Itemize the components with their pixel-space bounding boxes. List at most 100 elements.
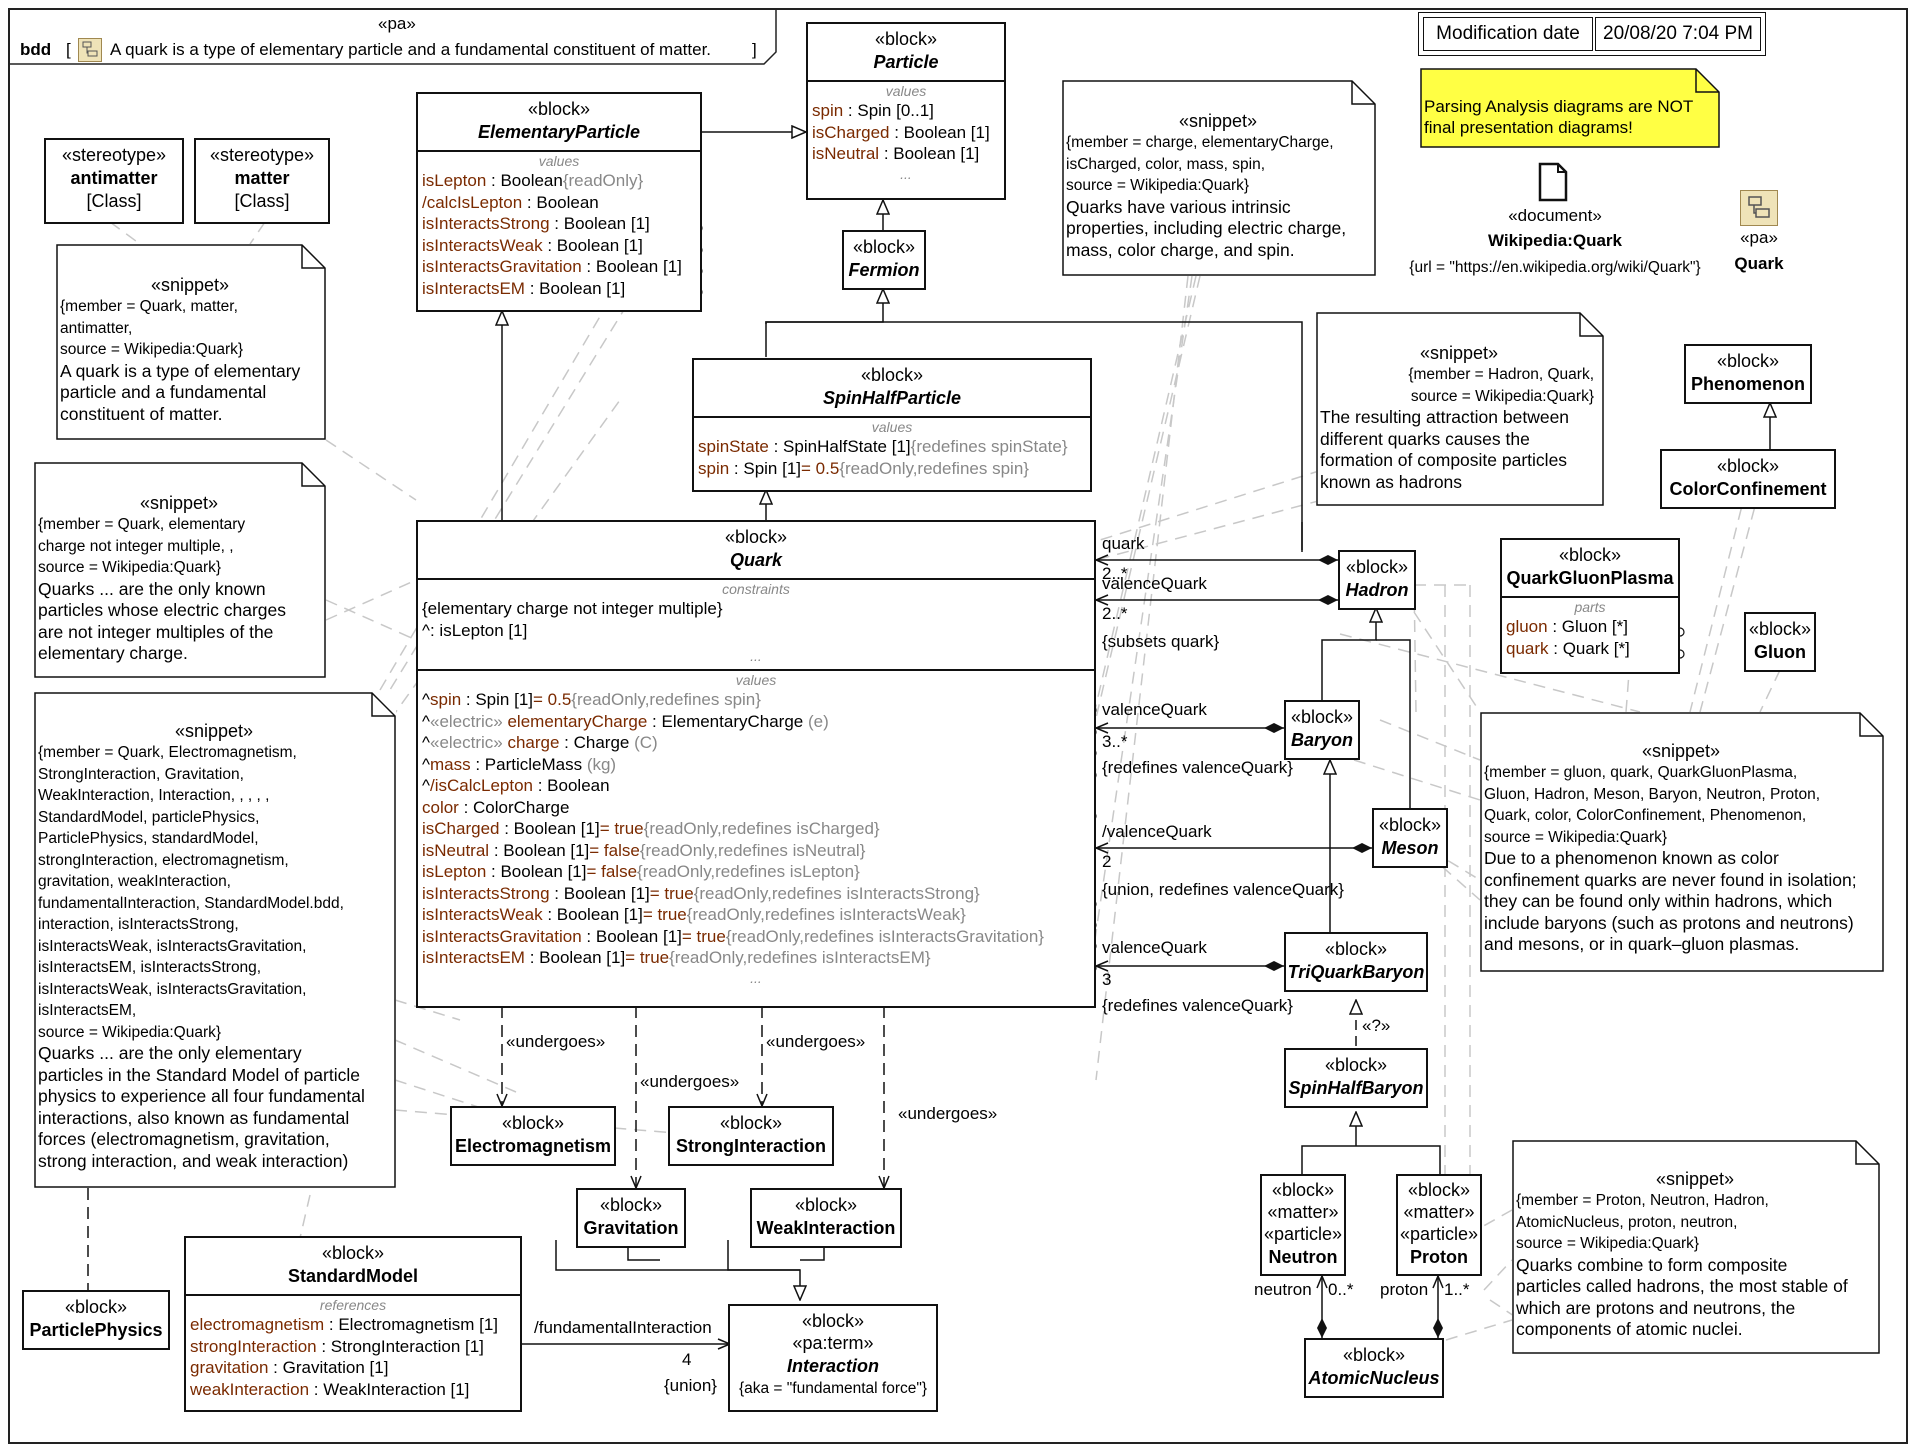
value-stereotype: «electric» <box>429 733 508 752</box>
pa-quark-icon[interactable] <box>1740 190 1778 226</box>
snippet-line: source = Wikipedia:Quark} <box>1066 177 1250 194</box>
ellipsis: ... <box>750 648 762 664</box>
block-elementary-particle[interactable]: «block» ElementaryParticle values isLept… <box>416 92 702 312</box>
block-stereotype: «block» <box>64 1297 128 1317</box>
block-name: ColorConfinement <box>1669 479 1827 499</box>
snippet-line: forces (electromagnetism, gravitation, <box>38 1129 330 1149</box>
snippet-line: isCharged, color, mass, spin, <box>1066 155 1266 173</box>
value-type: : Boolean [1] <box>542 235 643 255</box>
block-stereotype: «matter» <box>1403 1202 1475 1222</box>
block-name: SpinHalfBaryon <box>1288 1078 1424 1098</box>
snippet-line: physics to experience all four fundament… <box>38 1086 365 1106</box>
reference-name: weakInteraction <box>190 1379 310 1399</box>
snippet-line: Quarks ... are the only known <box>38 578 266 599</box>
block-strong-interaction[interactable]: «block» StrongInteraction <box>668 1106 834 1166</box>
role-valence-quark: valenceQuark <box>1102 574 1207 593</box>
quark-value-row: color : ColorCharge <box>418 797 1094 819</box>
frame-title: A quark is a type of elementary particle… <box>110 40 712 59</box>
mult-valence-quark: 2..* <box>1102 604 1128 623</box>
block-particle[interactable]: «block» Particle values spin : Spin [0..… <box>806 22 1006 200</box>
block-quark[interactable]: «block» Quark constraints {elementary ch… <box>416 520 1096 1008</box>
stereotype-matter[interactable]: «stereotype» matter [Class] <box>194 138 330 224</box>
snippet-note-1[interactable]: «snippet» {member = Quark, matter,antima… <box>56 244 326 440</box>
stereotype-name: matter <box>234 168 290 188</box>
value-name: isNeutral <box>422 840 490 860</box>
snippet-line: formation of composite particles <box>1320 450 1568 470</box>
block-stereotype: «block» <box>724 527 788 547</box>
snippet-note-4[interactable]: «snippet» {member = charge, elementaryCh… <box>1062 80 1376 276</box>
pa-name[interactable]: Quark <box>1734 254 1784 273</box>
frame-kind: bdd <box>20 40 52 59</box>
block-interaction[interactable]: «block» «pa:term» Interaction {aka = "fu… <box>728 1304 938 1412</box>
block-stereotype: «particle» <box>1263 1224 1343 1244</box>
block-quark-gluon-plasma[interactable]: «block» QuarkGluonPlasma parts gluon : G… <box>1500 538 1680 674</box>
snippet-line: ParticlePhysics, standardModel, <box>38 830 259 847</box>
block-electromagnetism[interactable]: «block» Electromagnetism <box>450 1106 616 1166</box>
mult-fundamental-interaction: 4 <box>682 1350 692 1369</box>
snippet-note-3[interactable]: «snippet» {member = Quark, Electromagnet… <box>34 692 396 1188</box>
block-atomic-nucleus[interactable]: «block» AtomicNucleus <box>1304 1338 1444 1398</box>
value-type: : Boolean [1] <box>499 819 600 838</box>
constraint-triquark-redefines: {redefines valenceQuark} <box>1102 996 1293 1015</box>
block-proton[interactable]: «block» «matter» «particle» Proton <box>1396 1174 1482 1276</box>
mult-quark: 2..* <box>1102 564 1128 583</box>
snippet-line: which are protons and neutrons, the <box>1516 1297 1796 1318</box>
snippet-line: fundamentalInteraction, StandardModel.bd… <box>38 894 344 912</box>
part-name: gluon <box>1506 617 1548 636</box>
block-stereotype: «block» <box>321 1243 385 1263</box>
block-color-confinement[interactable]: «block» ColorConfinement <box>1660 449 1836 509</box>
role-quark: quark <box>1102 534 1145 553</box>
block-stereotype: «block» <box>1748 619 1812 639</box>
mult-triquark-valence: 3 <box>1102 970 1112 989</box>
block-triquark-baryon[interactable]: «block» TriQuarkBaryon <box>1284 932 1428 992</box>
snippet-note-7[interactable]: «snippet» {member = Proton, Neutron, Had… <box>1512 1140 1880 1354</box>
role-baryon-valence: valenceQuark <box>1102 700 1207 719</box>
block-weak-interaction[interactable]: «block» WeakInteraction <box>750 1188 902 1248</box>
block-stereotype: «block» <box>860 365 924 385</box>
value-type: : Boolean <box>522 192 599 212</box>
value-name: elementaryCharge <box>507 711 648 731</box>
quark-value-row: ^/isCalcLepton : Boolean <box>418 775 1094 797</box>
block-gravitation[interactable]: «block» Gravitation <box>576 1188 686 1248</box>
snippet-line: strongInteraction, electromagnetism, <box>38 851 289 869</box>
block-stereotype: «block» <box>1324 939 1388 959</box>
block-fermion[interactable]: «block» Fermion <box>842 230 926 290</box>
compartment-header: constraints <box>722 581 790 597</box>
value-name: spin <box>698 458 730 478</box>
block-particle-physics[interactable]: «block» ParticlePhysics <box>22 1290 170 1350</box>
value-default: = 0.5 <box>801 458 840 478</box>
label-undergoes-em: «undergoes» <box>506 1032 606 1051</box>
snippet-note-5[interactable]: «snippet» {member = Hadron, Quark,source… <box>1316 312 1604 506</box>
block-hadron[interactable]: «block» Hadron <box>1338 550 1416 610</box>
value-modifier: {redefines spinState} <box>910 437 1068 456</box>
block-meson[interactable]: «block» Meson <box>1372 808 1448 868</box>
role-triquark-valence: valenceQuark <box>1102 938 1207 957</box>
block-gluon[interactable]: «block» Gluon <box>1744 612 1816 672</box>
snippet-line: source = Wikipedia:Quark} <box>60 341 244 358</box>
block-spin-half-baryon[interactable]: «block» SpinHalfBaryon <box>1284 1048 1428 1108</box>
snippet-line: different quarks causes the <box>1320 428 1530 449</box>
snippet-line: Quarks have various intrinsic <box>1066 196 1291 217</box>
block-name: Interaction <box>786 1356 879 1376</box>
snippet-note-6[interactable]: «snippet» {member = gluon, quark, QuarkG… <box>1480 712 1884 972</box>
value-type: : ColorCharge <box>458 797 570 817</box>
value-name: spinState <box>698 437 769 456</box>
block-stereotype: «block» <box>1558 545 1622 565</box>
block-stereotype: «block» <box>1378 815 1442 835</box>
reference-name: strongInteraction <box>190 1336 317 1356</box>
block-stereotype: «block» <box>719 1113 783 1133</box>
stereotype-antimatter[interactable]: «stereotype» antimatter [Class] <box>44 138 184 224</box>
snippet-line: they can be found only within hadrons, w… <box>1484 891 1833 911</box>
block-name: StandardModel <box>287 1266 418 1286</box>
snippet-line: mass, color charge, and spin. <box>1066 239 1295 260</box>
quark-value-row: isInteractsEM : Boolean [1]= true{readOn… <box>418 947 1094 969</box>
block-baryon[interactable]: «block» Baryon <box>1284 700 1360 760</box>
block-neutron[interactable]: «block» «matter» «particle» Neutron <box>1260 1174 1346 1276</box>
block-spin-half-particle[interactable]: «block» SpinHalfParticle values spinStat… <box>692 358 1092 492</box>
block-standard-model[interactable]: «block» StandardModel references electro… <box>184 1236 522 1412</box>
value-name: charge <box>507 733 560 752</box>
block-phenomenon[interactable]: «block» Phenomenon <box>1684 344 1812 404</box>
block-name: Electromagnetism <box>454 1136 612 1156</box>
